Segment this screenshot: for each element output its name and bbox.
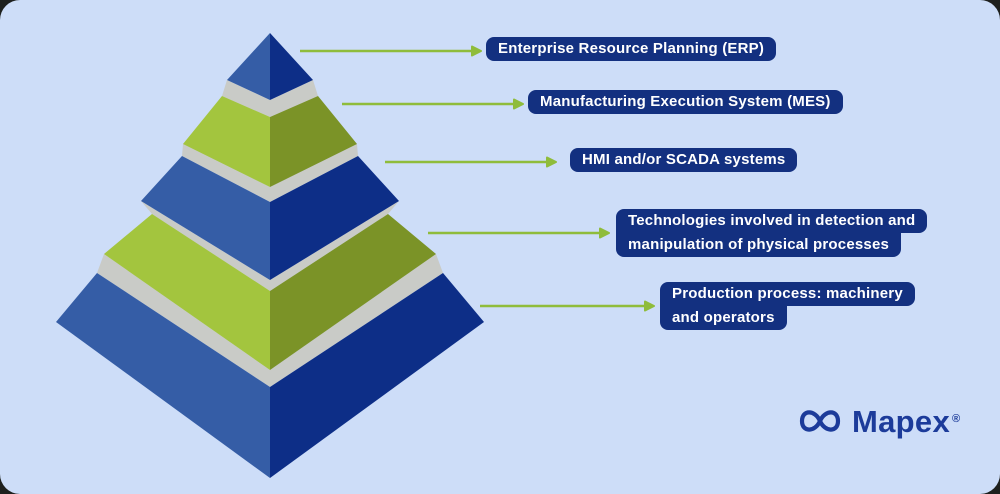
registered-trademark: ®: [951, 413, 961, 425]
label-line: Manufacturing Execution System (MES): [528, 90, 843, 114]
pyramid-divider-2: [182, 144, 358, 202]
label-line: HMI and/or SCADA systems: [570, 148, 798, 172]
label-level-5: Production process: machinery and operat…: [660, 282, 915, 330]
pyramid-level-3-right-face: [270, 156, 399, 280]
mapex-infinity-icon: [799, 409, 841, 432]
pyramid-level-3-left-face: [141, 156, 270, 280]
mapex-wordmark: Mapex®: [852, 404, 961, 439]
label-level-1: Enterprise Resource Planning (ERP): [486, 37, 777, 61]
pyramid-divider-1: [222, 80, 318, 117]
label-level-4: Technologies involved in detection and m…: [616, 209, 928, 257]
pyramid-level-2-right-face: [270, 96, 357, 187]
pyramid-level-5-left-face: [56, 273, 270, 478]
arrow-level-4: [428, 227, 610, 239]
mapex-logo: Mapex®: [797, 401, 960, 440]
arrow-level-5: [480, 300, 655, 312]
label-line: manipulation of physical processes: [616, 233, 902, 257]
label-line: Enterprise Resource Planning (ERP): [486, 37, 777, 61]
arrow-level-1: [300, 45, 482, 57]
label-level-2: Manufacturing Execution System (MES): [528, 90, 843, 114]
label-line: and operators: [660, 306, 787, 330]
label-line: Production process: machinery: [660, 282, 915, 306]
pyramid-level-4-left-face: [104, 214, 270, 370]
pyramid-level-4-right-face: [270, 214, 436, 370]
arrow-level-3: [385, 156, 557, 168]
pyramid-level-1-left-face: [227, 33, 270, 100]
pyramid-level-1-right-face: [270, 33, 313, 100]
pyramid-level-5-right-face: [270, 273, 484, 478]
label-line: Technologies involved in detection and: [616, 209, 928, 233]
arrow-level-2: [342, 98, 524, 110]
label-level-3: HMI and/or SCADA systems: [570, 148, 798, 172]
pyramid-level-2-left-face: [183, 96, 270, 187]
